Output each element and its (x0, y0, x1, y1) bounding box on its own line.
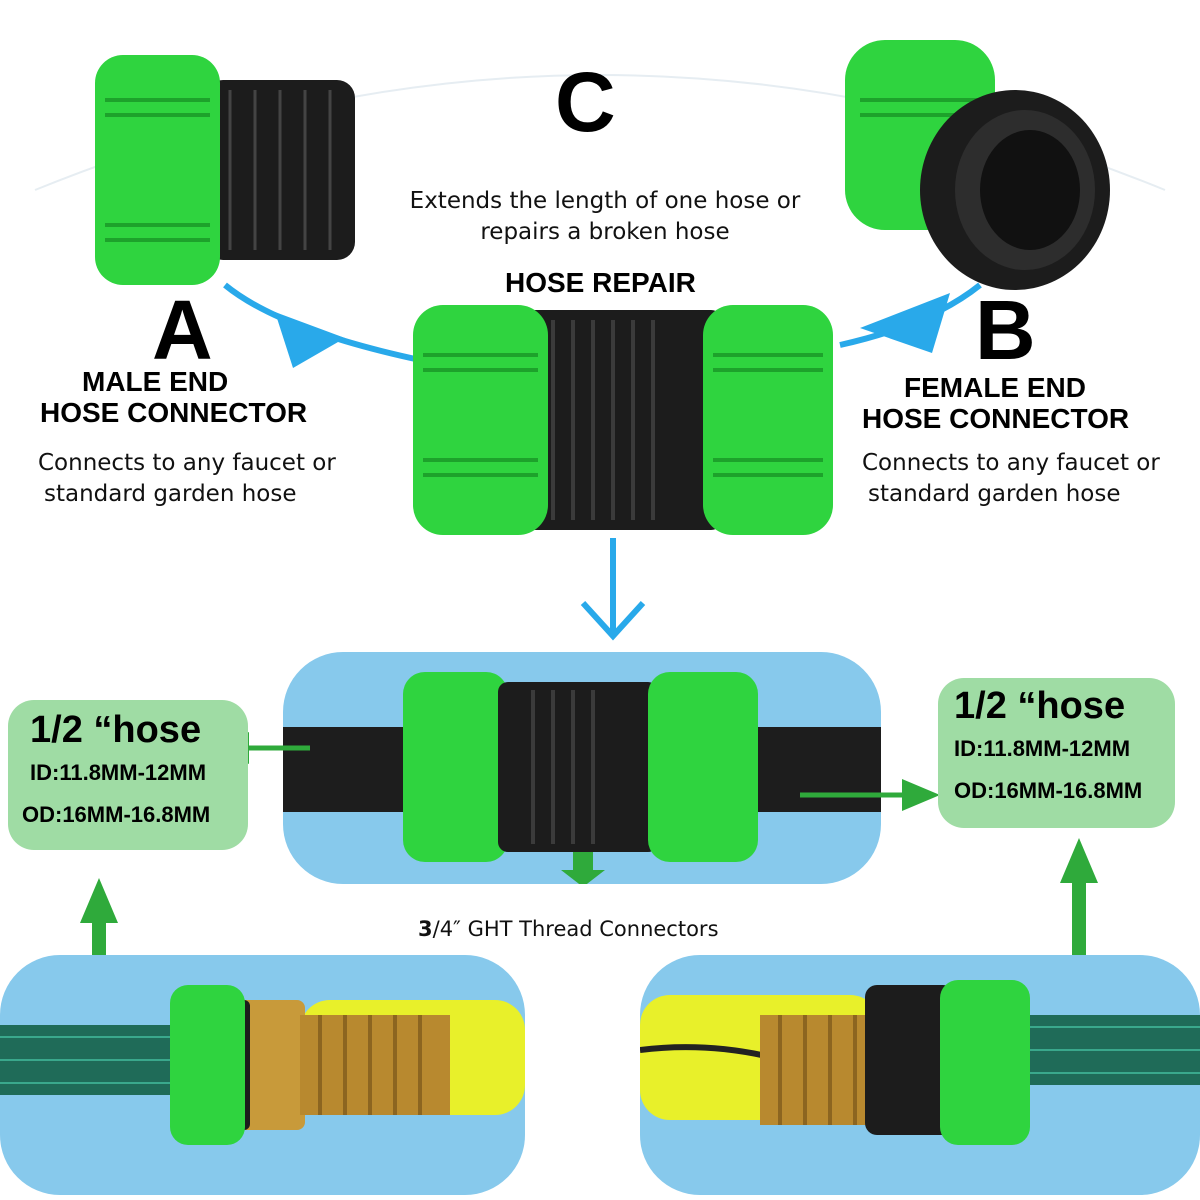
hose-repair-heading: HOSE REPAIR (505, 267, 696, 298)
arrow-b-to-repair-icon (860, 293, 950, 353)
description-line: standard garden hose (44, 481, 297, 507)
female-connection-illustration (640, 980, 1200, 1145)
installed-connector-illustration (283, 672, 881, 884)
down-arrow-icon (580, 538, 646, 641)
spec-od: OD:16MM-16.8MM (954, 778, 1143, 803)
heading-line: FEMALE END (904, 372, 1086, 403)
spec-title: 1/2 “hose (30, 709, 202, 751)
arrow-to-right-spec-icon (800, 779, 940, 811)
heading-line: HOSE CONNECTOR (862, 403, 1130, 434)
male-connector-icon (95, 55, 355, 285)
left-hose-spec-box: 1/2 “hose ID:11.8MM-12MM OD:16MM-16.8MM (8, 700, 248, 850)
hose-repair-connector-icon (413, 305, 833, 535)
bottom-left-photo-panel (0, 955, 525, 1195)
thread-caption: 3/4″ GHT Thread Connectors (418, 914, 719, 945)
description-line: repairs a broken hose (480, 219, 730, 245)
male-connection-illustration (0, 985, 525, 1145)
female-connector-icon (845, 40, 1110, 290)
description-line: standard garden hose (868, 481, 1121, 507)
description-line: Connects to any faucet or (862, 450, 1160, 476)
spec-id: ID:11.8MM-12MM (954, 736, 1131, 761)
spec-od: OD:16MM-16.8MM (22, 802, 211, 827)
male-end-heading: MALE END HOSE CONNECTOR (40, 366, 307, 428)
up-arrow-right-icon (1060, 838, 1098, 1013)
letter-a: A (152, 283, 213, 377)
heading-line: MALE END (82, 366, 229, 397)
female-end-heading: FEMALE END HOSE CONNECTOR (862, 372, 1129, 434)
spec-title: 1/2 “hose (954, 685, 1126, 727)
installed-connector-panel (283, 652, 881, 884)
thread-caption-rest: /4″ GHT Thread Connectors (432, 917, 719, 941)
female-end-description: Connects to any faucet or standard garde… (862, 448, 1160, 510)
spec-id: ID:11.8MM-12MM (30, 760, 207, 785)
letter-c: C (555, 55, 616, 149)
letter-b: B (975, 283, 1036, 377)
bottom-right-photo-panel (640, 955, 1200, 1195)
description-line: Extends the length of one hose or (409, 188, 801, 214)
hose-repair-description: Extends the length of one hose or repair… (400, 186, 810, 248)
male-end-description: Connects to any faucet or standard garde… (38, 448, 336, 510)
thread-caption-bold: 3 (418, 917, 433, 941)
right-hose-spec-box: 1/2 “hose ID:11.8MM-12MM OD:16MM-16.8MM (938, 678, 1175, 828)
arrow-a-to-repair-icon (275, 312, 345, 368)
description-line: Connects to any faucet or (38, 450, 336, 476)
heading-line: HOSE CONNECTOR (40, 397, 308, 428)
